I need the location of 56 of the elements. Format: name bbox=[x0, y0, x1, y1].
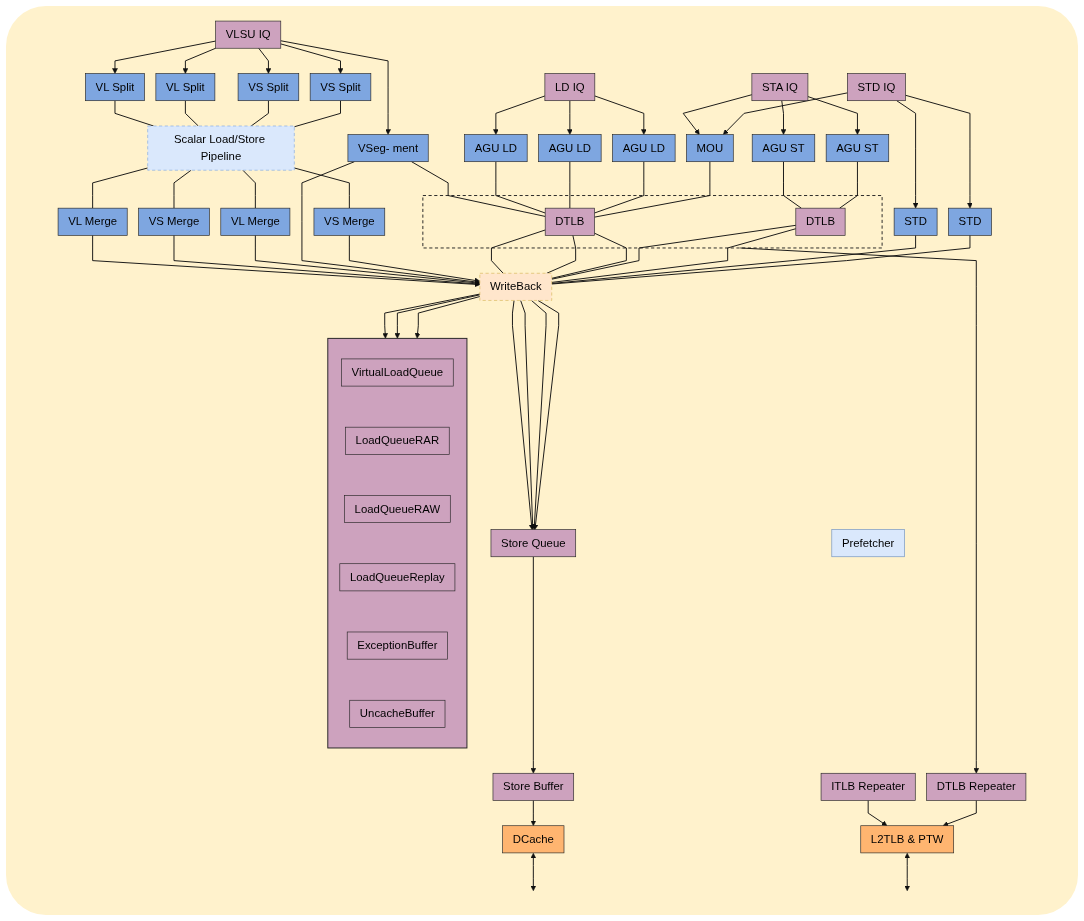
node-box: STA IQ bbox=[751, 72, 809, 101]
connector bbox=[594, 160, 645, 213]
node-box: LoadQueueRAR bbox=[345, 426, 450, 455]
node-box: LoadQueueRAW bbox=[344, 494, 451, 523]
connector bbox=[569, 160, 571, 209]
node-box: Scalar Load/Store Pipeline bbox=[147, 125, 295, 171]
node-box: Store Buffer bbox=[492, 772, 575, 801]
node-box: ExceptionBuffer bbox=[346, 631, 448, 659]
cluster bbox=[422, 194, 883, 248]
connector bbox=[293, 167, 350, 209]
node-box: STD bbox=[893, 207, 938, 236]
node-box: LD IQ bbox=[544, 72, 596, 101]
node-box: L2TLB & PTW bbox=[860, 824, 954, 853]
node-box: WriteBack bbox=[479, 272, 553, 301]
node-box: Prefetcher bbox=[831, 528, 905, 557]
node-box: ITLB Repeater bbox=[820, 772, 916, 801]
cluster bbox=[327, 337, 468, 748]
node-box: VS Merge bbox=[138, 207, 210, 236]
node-box: MOU bbox=[686, 133, 734, 162]
connector bbox=[495, 160, 546, 213]
node-box: VL Merge bbox=[57, 207, 128, 236]
node-box: UncacheBuffer bbox=[349, 699, 446, 728]
connector bbox=[242, 169, 256, 209]
connector bbox=[92, 167, 149, 209]
node-box: VL Split bbox=[155, 72, 216, 101]
node-box: AGU LD bbox=[612, 133, 676, 162]
node-box: VS Split bbox=[309, 72, 372, 101]
node-box: AGU ST bbox=[751, 133, 816, 162]
connector bbox=[293, 99, 341, 127]
node-box: VSeg- ment bbox=[347, 133, 429, 162]
connector bbox=[490, 229, 546, 274]
node-box: DTLB bbox=[795, 207, 846, 236]
node-box: DCache bbox=[502, 824, 565, 853]
connector bbox=[839, 160, 858, 209]
node-box: VL Split bbox=[85, 72, 145, 101]
node-box: LoadQueueReplay bbox=[339, 562, 456, 591]
node-box: VLSU IQ bbox=[215, 20, 282, 49]
node-box: VirtualLoadQueue bbox=[341, 358, 454, 386]
node-box: AGU LD bbox=[538, 133, 602, 162]
connector bbox=[594, 160, 711, 218]
connector bbox=[250, 99, 269, 126]
node-box: VS Split bbox=[237, 72, 300, 101]
node-box: Store Queue bbox=[490, 528, 577, 557]
connector bbox=[783, 160, 802, 209]
node-box: DTLB bbox=[544, 207, 595, 236]
connector bbox=[173, 169, 192, 209]
node-box: VS Merge bbox=[313, 207, 386, 236]
node-box: DTLB Repeater bbox=[926, 772, 1027, 801]
node-box: VL Merge bbox=[220, 207, 291, 236]
node-box: AGU ST bbox=[825, 133, 890, 162]
connector bbox=[411, 160, 546, 217]
connector bbox=[184, 99, 199, 126]
node-box: STD IQ bbox=[847, 72, 906, 101]
node-box: STD bbox=[948, 207, 992, 236]
connector bbox=[551, 232, 627, 279]
node-box: AGU LD bbox=[464, 133, 528, 162]
